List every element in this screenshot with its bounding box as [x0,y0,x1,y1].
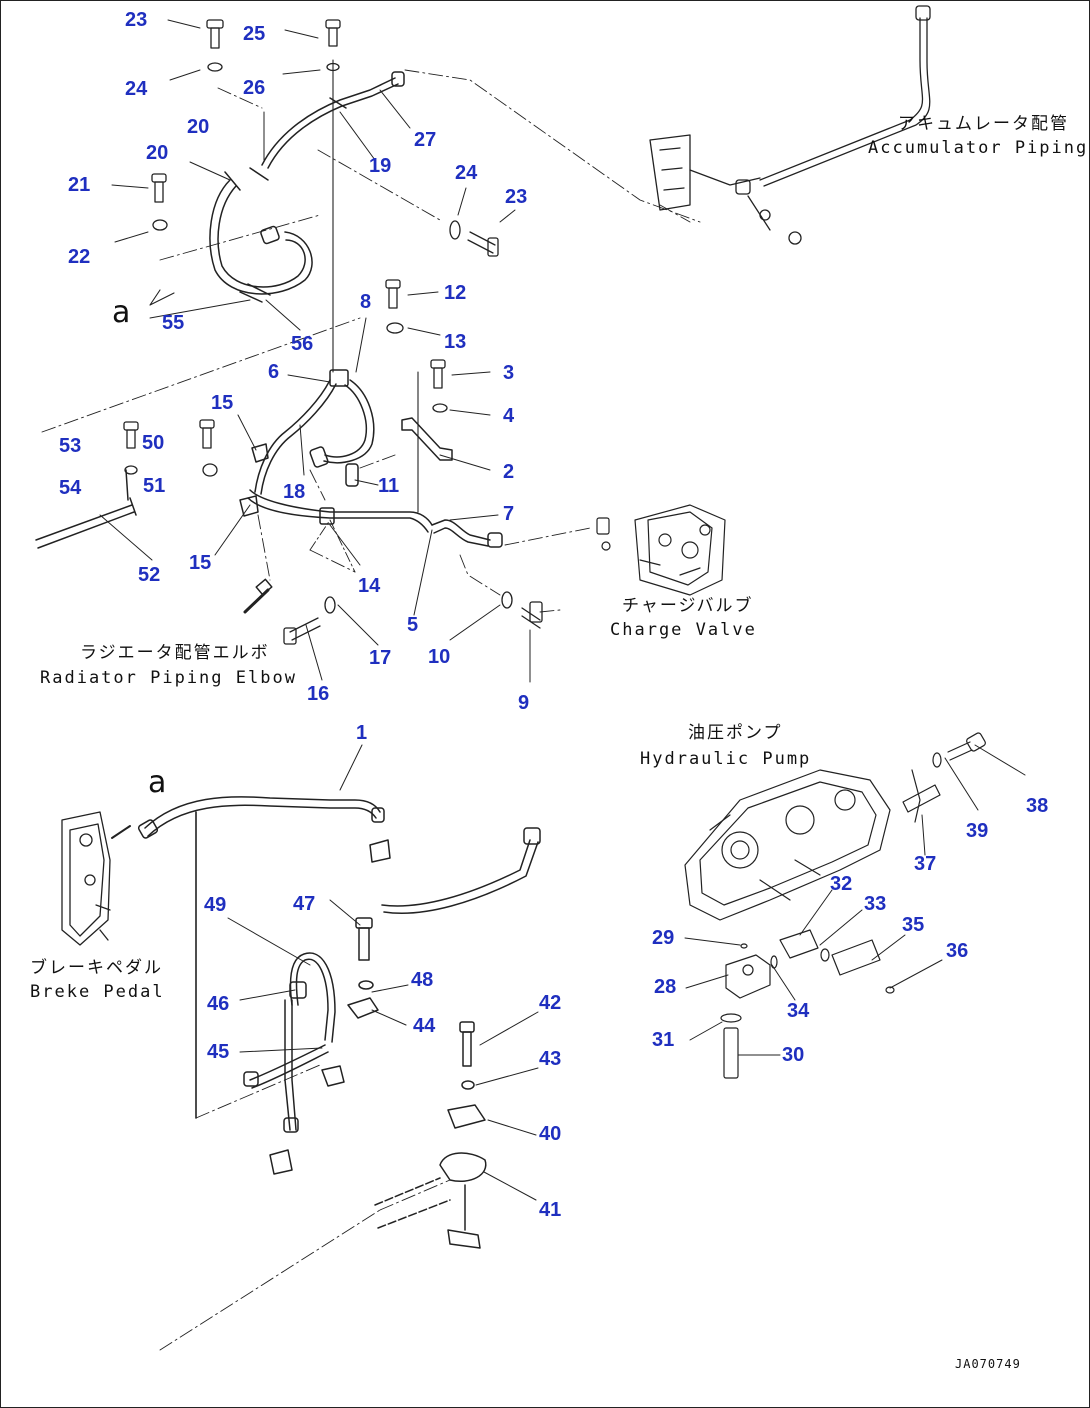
fastener-group-top [123,19,543,645]
callout-25: 25 [243,23,266,45]
callout-20: 20 [187,116,210,138]
callout-30: 30 [782,1044,805,1066]
accumulator-label-jp: アキュムレータ配管 [898,114,1069,134]
callout-16: 16 [307,683,330,705]
charge-valve-label-jp: チャージバルブ [622,596,754,616]
callout-27: 27 [414,129,437,151]
callout-32: 32 [830,873,853,895]
callout-44: 44 [413,1015,436,1037]
brake-pedal-label-en: Breke Pedal [30,982,165,1002]
drawing-id: JA070749 [955,1357,1021,1371]
callout-1: 1 [356,722,368,744]
callout-17: 17 [369,647,392,669]
callout-15: 15 [189,552,212,574]
callout-36: 36 [946,940,969,962]
callout-4: 4 [503,405,515,427]
radiator-elbow-label-jp: ラジエータ配管エルボ [80,643,270,663]
callout-22: 22 [68,246,91,268]
callout-50: 50 [142,432,165,454]
callout-26: 26 [243,77,266,99]
callout-39: 39 [966,820,989,842]
reference-letter-a-bottom: a [148,765,167,800]
callout-21: 21 [68,174,91,196]
callout-56: 56 [291,333,314,355]
callout-35: 35 [902,914,925,936]
callout-42: 42 [539,992,562,1014]
callout-33: 33 [864,893,887,915]
hydraulic-pump-body [684,732,986,1079]
accumulator-piping [649,5,931,245]
callout-24: 24 [455,162,478,184]
callout-2: 2 [503,461,515,483]
callout-28: 28 [654,976,677,998]
callout-23: 23 [125,9,148,31]
hydraulic-pump-label-jp: 油圧ポンプ [688,723,783,743]
reference-letter-a-top: a [112,295,131,330]
callout-40: 40 [539,1123,562,1145]
callout-37: 37 [914,853,937,875]
leader-lines [99,19,1026,1201]
callout-53: 53 [59,435,82,457]
callout-11: 11 [378,475,400,497]
callout-55: 55 [162,312,185,334]
hose-group-top [35,59,503,614]
callout-5: 5 [407,614,419,636]
callout-19: 19 [369,155,392,177]
callout-15: 15 [211,392,234,414]
callout-9: 9 [518,692,530,714]
callout-8: 8 [360,291,372,313]
callout-34: 34 [787,1000,810,1022]
callout-3: 3 [503,362,515,384]
charge-valve-label-en: Charge Valve [610,620,757,640]
callout-29: 29 [652,927,675,949]
callout-10: 10 [428,646,451,668]
callout-38: 38 [1026,795,1049,817]
callout-49: 49 [204,894,227,916]
reference-lines [41,69,701,1351]
callout-43: 43 [539,1048,562,1070]
callout-46: 46 [207,993,230,1015]
callout-18: 18 [283,481,306,503]
callout-7: 7 [503,503,515,525]
callout-51: 51 [143,475,166,497]
callout-54: 54 [59,477,82,499]
callout-48: 48 [411,969,434,991]
callout-47: 47 [293,893,316,915]
callout-24: 24 [125,78,148,100]
callout-23: 23 [505,186,528,208]
callout-41: 41 [539,1199,562,1221]
brake-pedal-label-jp: ブレーキペダル [30,958,163,978]
accumulator-label-en: Accumulator Piping [868,138,1089,158]
callout-31: 31 [652,1029,675,1051]
callout-6: 6 [268,361,280,383]
callout-12: 12 [444,282,467,304]
callout-14: 14 [358,575,381,597]
charge-valve-body [596,504,726,596]
radiator-elbow-label-en: Radiator Piping Elbow [40,668,297,688]
hydraulic-pump-label-en: Hydraulic Pump [640,749,812,769]
callout-20: 20 [146,142,169,164]
hose-group-bottom [137,796,541,1249]
callout-13: 13 [444,331,467,353]
brake-pedal-valve [61,811,131,946]
callout-45: 45 [207,1041,230,1063]
callout-52: 52 [138,564,161,586]
